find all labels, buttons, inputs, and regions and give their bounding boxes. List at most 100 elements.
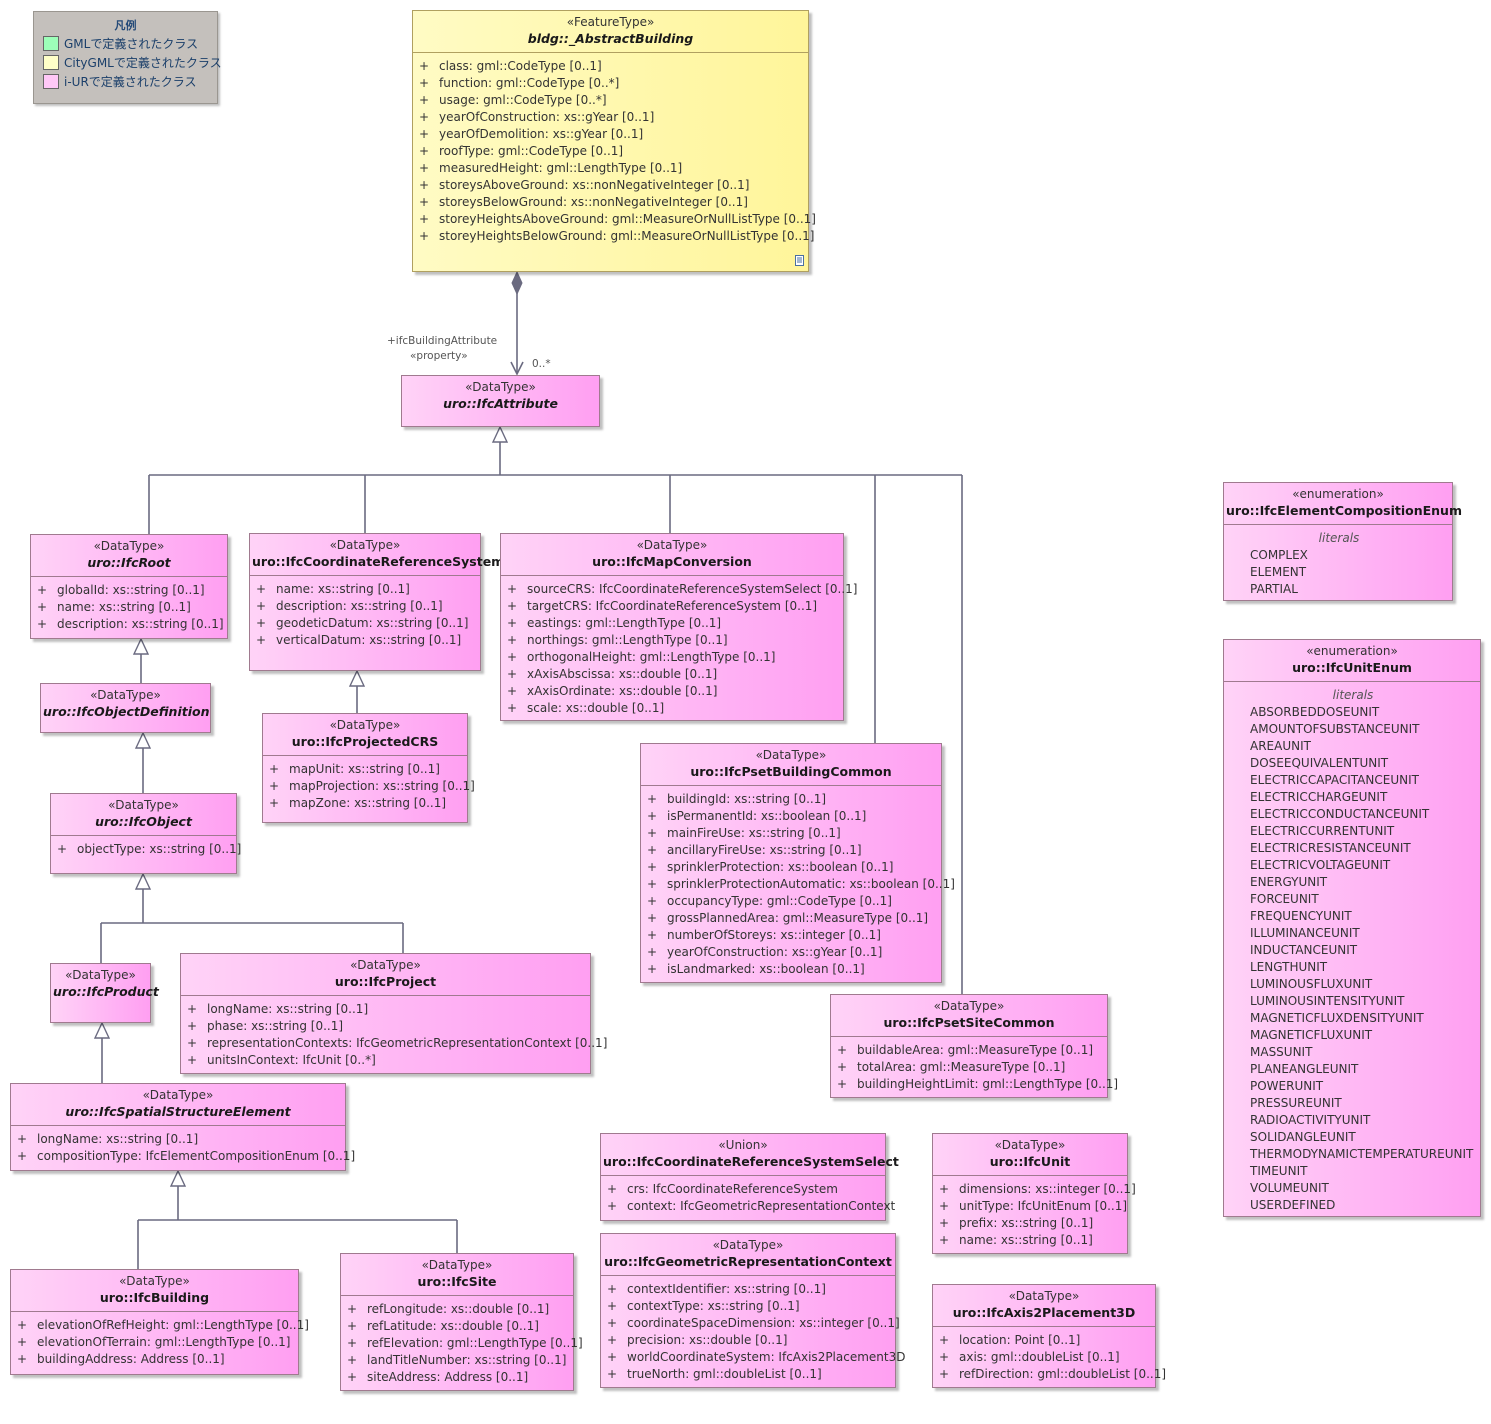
class-name: uro::IfcUnit	[989, 1154, 1071, 1169]
class-stereotype: «DataType»	[142, 1088, 214, 1102]
class-attribute: +eastings: gml::LengthType [0..1]	[507, 615, 839, 632]
attribute-text: yearOfDemolition: xs::gYear [0..1]	[439, 127, 644, 141]
class-attribute: +compositionType: IfcElementCompositionE…	[17, 1148, 355, 1165]
public-visibility-icon: +	[269, 779, 280, 793]
class-stereotype: «DataType»	[119, 1274, 190, 1288]
class-attribute: +yearOfConstruction: xs::gYear [0..1]	[419, 109, 804, 126]
class-ifc-site[interactable]: «DataType»uro::IfcSite+refLongitude: xs:…	[340, 1253, 583, 1391]
public-visibility-icon: +	[507, 650, 518, 664]
enum-literal: LUMINOUSFLUXUNIT	[1250, 977, 1373, 991]
class-ifc-crs-select[interactable]: «Union»uro::IfcCoordinateReferenceSystem…	[600, 1133, 899, 1221]
class-attribute: +class: gml::CodeType [0..1]	[419, 58, 804, 75]
public-visibility-icon: +	[419, 212, 430, 226]
enum-literal: ELECTRICVOLTAGEUNIT	[1250, 858, 1391, 872]
public-visibility-icon: +	[419, 110, 430, 124]
attribute-text: xAxisOrdinate: xs::double [0..1]	[527, 684, 718, 698]
class-stereotype: «DataType»	[93, 539, 165, 553]
public-visibility-icon: +	[837, 1043, 848, 1057]
generalization-ifcobject	[100, 872, 404, 963]
class-attribute: +storeyHeightsBelowGround: gml::MeasureO…	[419, 228, 814, 245]
attribute-text: numberOfStoreys: xs::integer [0..1]	[667, 928, 881, 942]
class-ifc-product[interactable]: «DataType»uro::IfcProduct	[50, 963, 159, 1023]
class-attribute: +landTitleNumber: xs::string [0..1]	[347, 1352, 569, 1369]
public-visibility-icon: +	[507, 667, 518, 681]
class-header: «Union»uro::IfcCoordinateReferenceSystem…	[601, 1134, 899, 1176]
class-header: «enumeration»uro::IfcUnitEnum	[1224, 640, 1480, 682]
class-attribute: +function: gml::CodeType [0..*]	[419, 75, 804, 92]
enum-literal: MAGNETICFLUXDENSITYUNIT	[1250, 1011, 1424, 1025]
public-visibility-icon: +	[17, 1132, 28, 1146]
attribute-text: globalId: xs::string [0..1]	[57, 583, 205, 597]
class-attribute: +worldCoordinateSystem: IfcAxis2Placemen…	[607, 1349, 905, 1366]
class-ifc-projected-crs[interactable]: «DataType»uro::IfcProjectedCRS+mapUnit: …	[262, 713, 475, 823]
attribute-text: orthogonalHeight: gml::LengthType [0..1]	[527, 650, 776, 664]
class-ifc-map-conversion[interactable]: «DataType»uro::IfcMapConversion+sourceCR…	[500, 533, 857, 721]
public-visibility-icon: +	[647, 826, 658, 840]
class-attribute: +trueNorth: gml::doubleList [0..1]	[607, 1366, 891, 1383]
class-attribute: +dimensions: xs::integer [0..1]	[939, 1181, 1136, 1198]
attribute-text: refLatitude: xs::double [0..1]	[367, 1319, 539, 1333]
class-ifc-object-definition[interactable]: «DataType»uro::IfcObjectDefinition	[40, 683, 211, 733]
enum-ifc-element-composition[interactable]: «enumeration»uro::IfcElementCompositionE…	[1223, 482, 1462, 601]
enum-literal: LUMINOUSINTENSITYUNIT	[1250, 994, 1405, 1008]
class-name: uro::IfcMapConversion	[592, 554, 752, 569]
generalization-ifcspatial	[137, 1169, 458, 1269]
attribute-text: storeyHeightsBelowGround: gml::MeasureOr…	[439, 229, 815, 243]
class-attributes: +class: gml::CodeType [0..1]+function: g…	[413, 53, 816, 247]
public-visibility-icon: +	[607, 1182, 618, 1196]
class-attribute: +precision: xs::double [0..1]	[607, 1332, 891, 1349]
class-attribute: +buildingHeightLimit: gml::LengthType [0…	[837, 1076, 1118, 1093]
class-name: uro::IfcCoordinateReferenceSystemSelect	[603, 1154, 899, 1169]
attribute-text: buildingAddress: Address [0..1]	[37, 1352, 225, 1366]
class-attribute: +context: IfcGeometricRepresentationCont…	[607, 1198, 895, 1215]
class-attribute: +description: xs::string [0..1]	[37, 616, 224, 633]
class-attribute: +usage: gml::CodeType [0..*]	[419, 92, 804, 109]
class-attributes: +longName: xs::string [0..1]+phase: xs::…	[181, 996, 607, 1071]
class-header: «DataType»uro::IfcObjectDefinition	[41, 684, 210, 725]
class-ifc-pset-building-common[interactable]: «DataType»uro::IfcPsetBuildingCommon+bui…	[640, 743, 955, 983]
class-ifc-coordinate-reference-system[interactable]: «DataType»uro::IfcCoordinateReferenceSys…	[249, 533, 504, 671]
class-name: uro::IfcObject	[95, 814, 192, 829]
attribute-text: measuredHeight: gml::LengthType [0..1]	[439, 161, 683, 175]
class-attributes: +sourceCRS: IfcCoordinateReferenceSystem…	[501, 576, 857, 719]
attribute-text: unitType: IfcUnitEnum [0..1]	[959, 1199, 1128, 1213]
attribute-text: location: Point [0..1]	[959, 1333, 1081, 1347]
class-header: «FeatureType»bldg::_AbstractBuilding	[413, 11, 808, 53]
class-stereotype: «DataType»	[465, 380, 536, 394]
class-ifc-axis2-placement-3d[interactable]: «DataType»uro::IfcAxis2Placement3D+locat…	[932, 1284, 1166, 1388]
attribute-text: buildingHeightLimit: gml::LengthType [0.…	[857, 1077, 1119, 1091]
attribute-text: storeysAboveGround: xs::nonNegativeInteg…	[439, 178, 750, 192]
enum-literal: SOLIDANGLEUNIT	[1250, 1130, 1356, 1144]
class-attributes: +refLongitude: xs::double [0..1]+refLati…	[341, 1296, 583, 1388]
public-visibility-icon: +	[507, 616, 518, 630]
class-bldg-abstract-building[interactable]: «FeatureType»bldg::_AbstractBuilding +cl…	[412, 10, 816, 272]
class-ifc-unit[interactable]: «DataType»uro::IfcUnit+dimensions: xs::i…	[932, 1133, 1136, 1254]
attribute-text: geodeticDatum: xs::string [0..1]	[276, 616, 469, 630]
class-attribute: +mapProjection: xs::string [0..1]	[269, 778, 475, 795]
legend-title: 凡例	[114, 19, 137, 32]
class-ifc-root[interactable]: «DataType»uro::IfcRoot+globalId: xs::str…	[30, 534, 228, 639]
class-header: «DataType»uro::IfcCoordinateReferenceSys…	[250, 534, 504, 576]
public-visibility-icon: +	[256, 599, 267, 613]
legend-label: i-URで定義されたクラス	[64, 75, 197, 89]
class-attribute: +grossPlannedArea: gml::MeasureType [0..…	[647, 910, 937, 927]
class-ifc-project[interactable]: «DataType»uro::IfcProject+longName: xs::…	[180, 953, 607, 1074]
legend-item-iur: i-URで定義されたクラス	[34, 73, 217, 92]
class-ifc-attribute[interactable]: «DataType»uro::IfcAttribute	[401, 375, 600, 427]
class-ifc-spatial-structure-element[interactable]: «DataType»uro::IfcSpatialStructureElemen…	[10, 1083, 355, 1171]
enum-literal: FORCEUNIT	[1250, 892, 1319, 906]
class-attributes: +crs: IfcCoordinateReferenceSystem+conte…	[601, 1176, 895, 1217]
class-ifc-object[interactable]: «DataType»uro::IfcObject+objectType: xs:…	[50, 793, 241, 874]
attribute-text: description: xs::string [0..1]	[276, 599, 443, 613]
class-attribute: +refDirection: gml::doubleList [0..1]	[939, 1366, 1166, 1383]
public-visibility-icon: +	[647, 894, 658, 908]
class-attribute: +name: xs::string [0..1]	[939, 1232, 1123, 1249]
class-attribute: +buildableArea: gml::MeasureType [0..1]	[837, 1042, 1103, 1059]
class-ifc-pset-site-common[interactable]: «DataType»uro::IfcPsetSiteCommon+buildab…	[830, 994, 1118, 1098]
class-ifc-geometric-representation-context[interactable]: «DataType»uro::IfcGeometricRepresentatio…	[600, 1233, 905, 1388]
enum-literal: ABSORBEDDOSEUNIT	[1250, 705, 1380, 719]
class-ifc-building[interactable]: «DataType»uro::IfcBuilding+elevationOfRe…	[10, 1269, 309, 1375]
class-attribute: +name: xs::string [0..1]	[37, 599, 223, 616]
class-stereotype: «DataType»	[65, 968, 136, 982]
